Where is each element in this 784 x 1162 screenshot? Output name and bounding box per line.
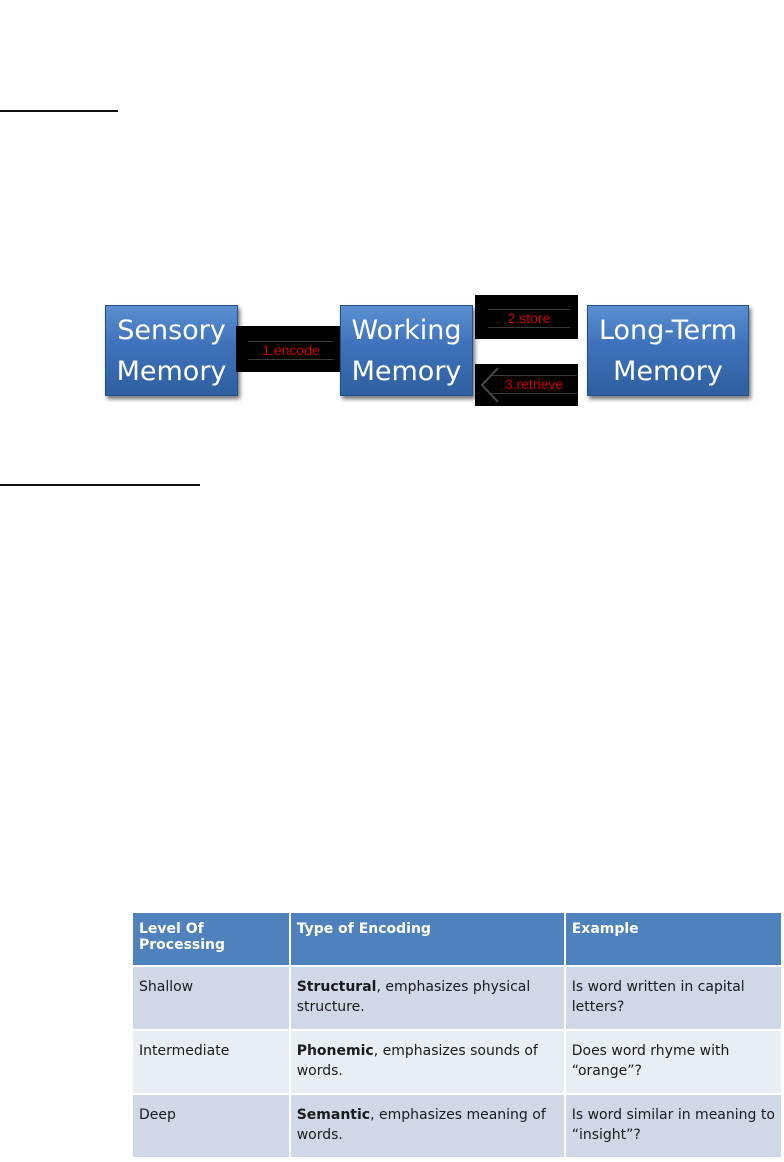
encode-arrow bbox=[236, 326, 340, 372]
cell-level: Shallow bbox=[133, 966, 291, 1031]
cell-encoding: Semantic, emphasizes meaning of words. bbox=[289, 1094, 566, 1159]
cell-level: Intermediate bbox=[133, 1030, 291, 1095]
header-example: Example bbox=[564, 913, 781, 967]
table-row: Deep Semantic, emphasizes meaning of wor… bbox=[133, 1094, 781, 1159]
heading-underline-2 bbox=[0, 484, 200, 486]
encoding-type: Structural bbox=[296, 979, 377, 995]
long-term-memory-box: Long-Term Memory bbox=[587, 305, 749, 396]
table-row: Shallow Structural, emphasizes physical … bbox=[133, 966, 781, 1031]
cell-example: Is word written in capital letters? bbox=[564, 966, 781, 1031]
retrieve-arrow bbox=[475, 364, 578, 406]
store-arrow bbox=[475, 295, 578, 339]
encoding-description: , emphasizes sounds of words. bbox=[296, 1043, 538, 1079]
memory-process-diagram: Sensory Memory 1.encode Working Memory 2… bbox=[0, 0, 784, 460]
chevron-left-icon bbox=[480, 367, 499, 403]
header-level: Level Of Processing bbox=[133, 913, 291, 967]
encode-label: 1.encode bbox=[248, 341, 334, 360]
cell-example: Does word rhyme with “orange”? bbox=[564, 1030, 781, 1095]
cell-level: Deep bbox=[133, 1094, 291, 1159]
cell-encoding: Structural, emphasizes physical structur… bbox=[289, 966, 566, 1031]
retrieve-label: 3.retrieve bbox=[491, 375, 577, 394]
cell-example: Is word similar in meaning to “insight”? bbox=[564, 1094, 781, 1159]
heading-underline-1 bbox=[0, 110, 118, 112]
store-label: 2.store bbox=[488, 309, 570, 328]
encoding-type: Semantic bbox=[296, 1107, 371, 1123]
encoding-type: Phonemic bbox=[296, 1043, 374, 1059]
working-memory-box: Working Memory bbox=[340, 305, 473, 396]
encoding-description: , emphasizes physical structure. bbox=[296, 979, 531, 1015]
table-header-row: Level Of Processing Type of Encoding Exa… bbox=[133, 913, 781, 967]
levels-of-processing-table: Level Of Processing Type of Encoding Exa… bbox=[133, 913, 781, 1159]
sensory-memory-box: Sensory Memory bbox=[105, 305, 238, 396]
encoding-description: , emphasizes meaning of words. bbox=[296, 1107, 546, 1143]
cell-encoding: Phonemic, emphasizes sounds of words. bbox=[289, 1030, 566, 1095]
table-row: Intermediate Phonemic, emphasizes sounds… bbox=[133, 1030, 781, 1095]
levels-of-processing-table-wrap: Level Of Processing Type of Encoding Exa… bbox=[133, 913, 781, 1159]
header-encoding: Type of Encoding bbox=[289, 913, 566, 967]
